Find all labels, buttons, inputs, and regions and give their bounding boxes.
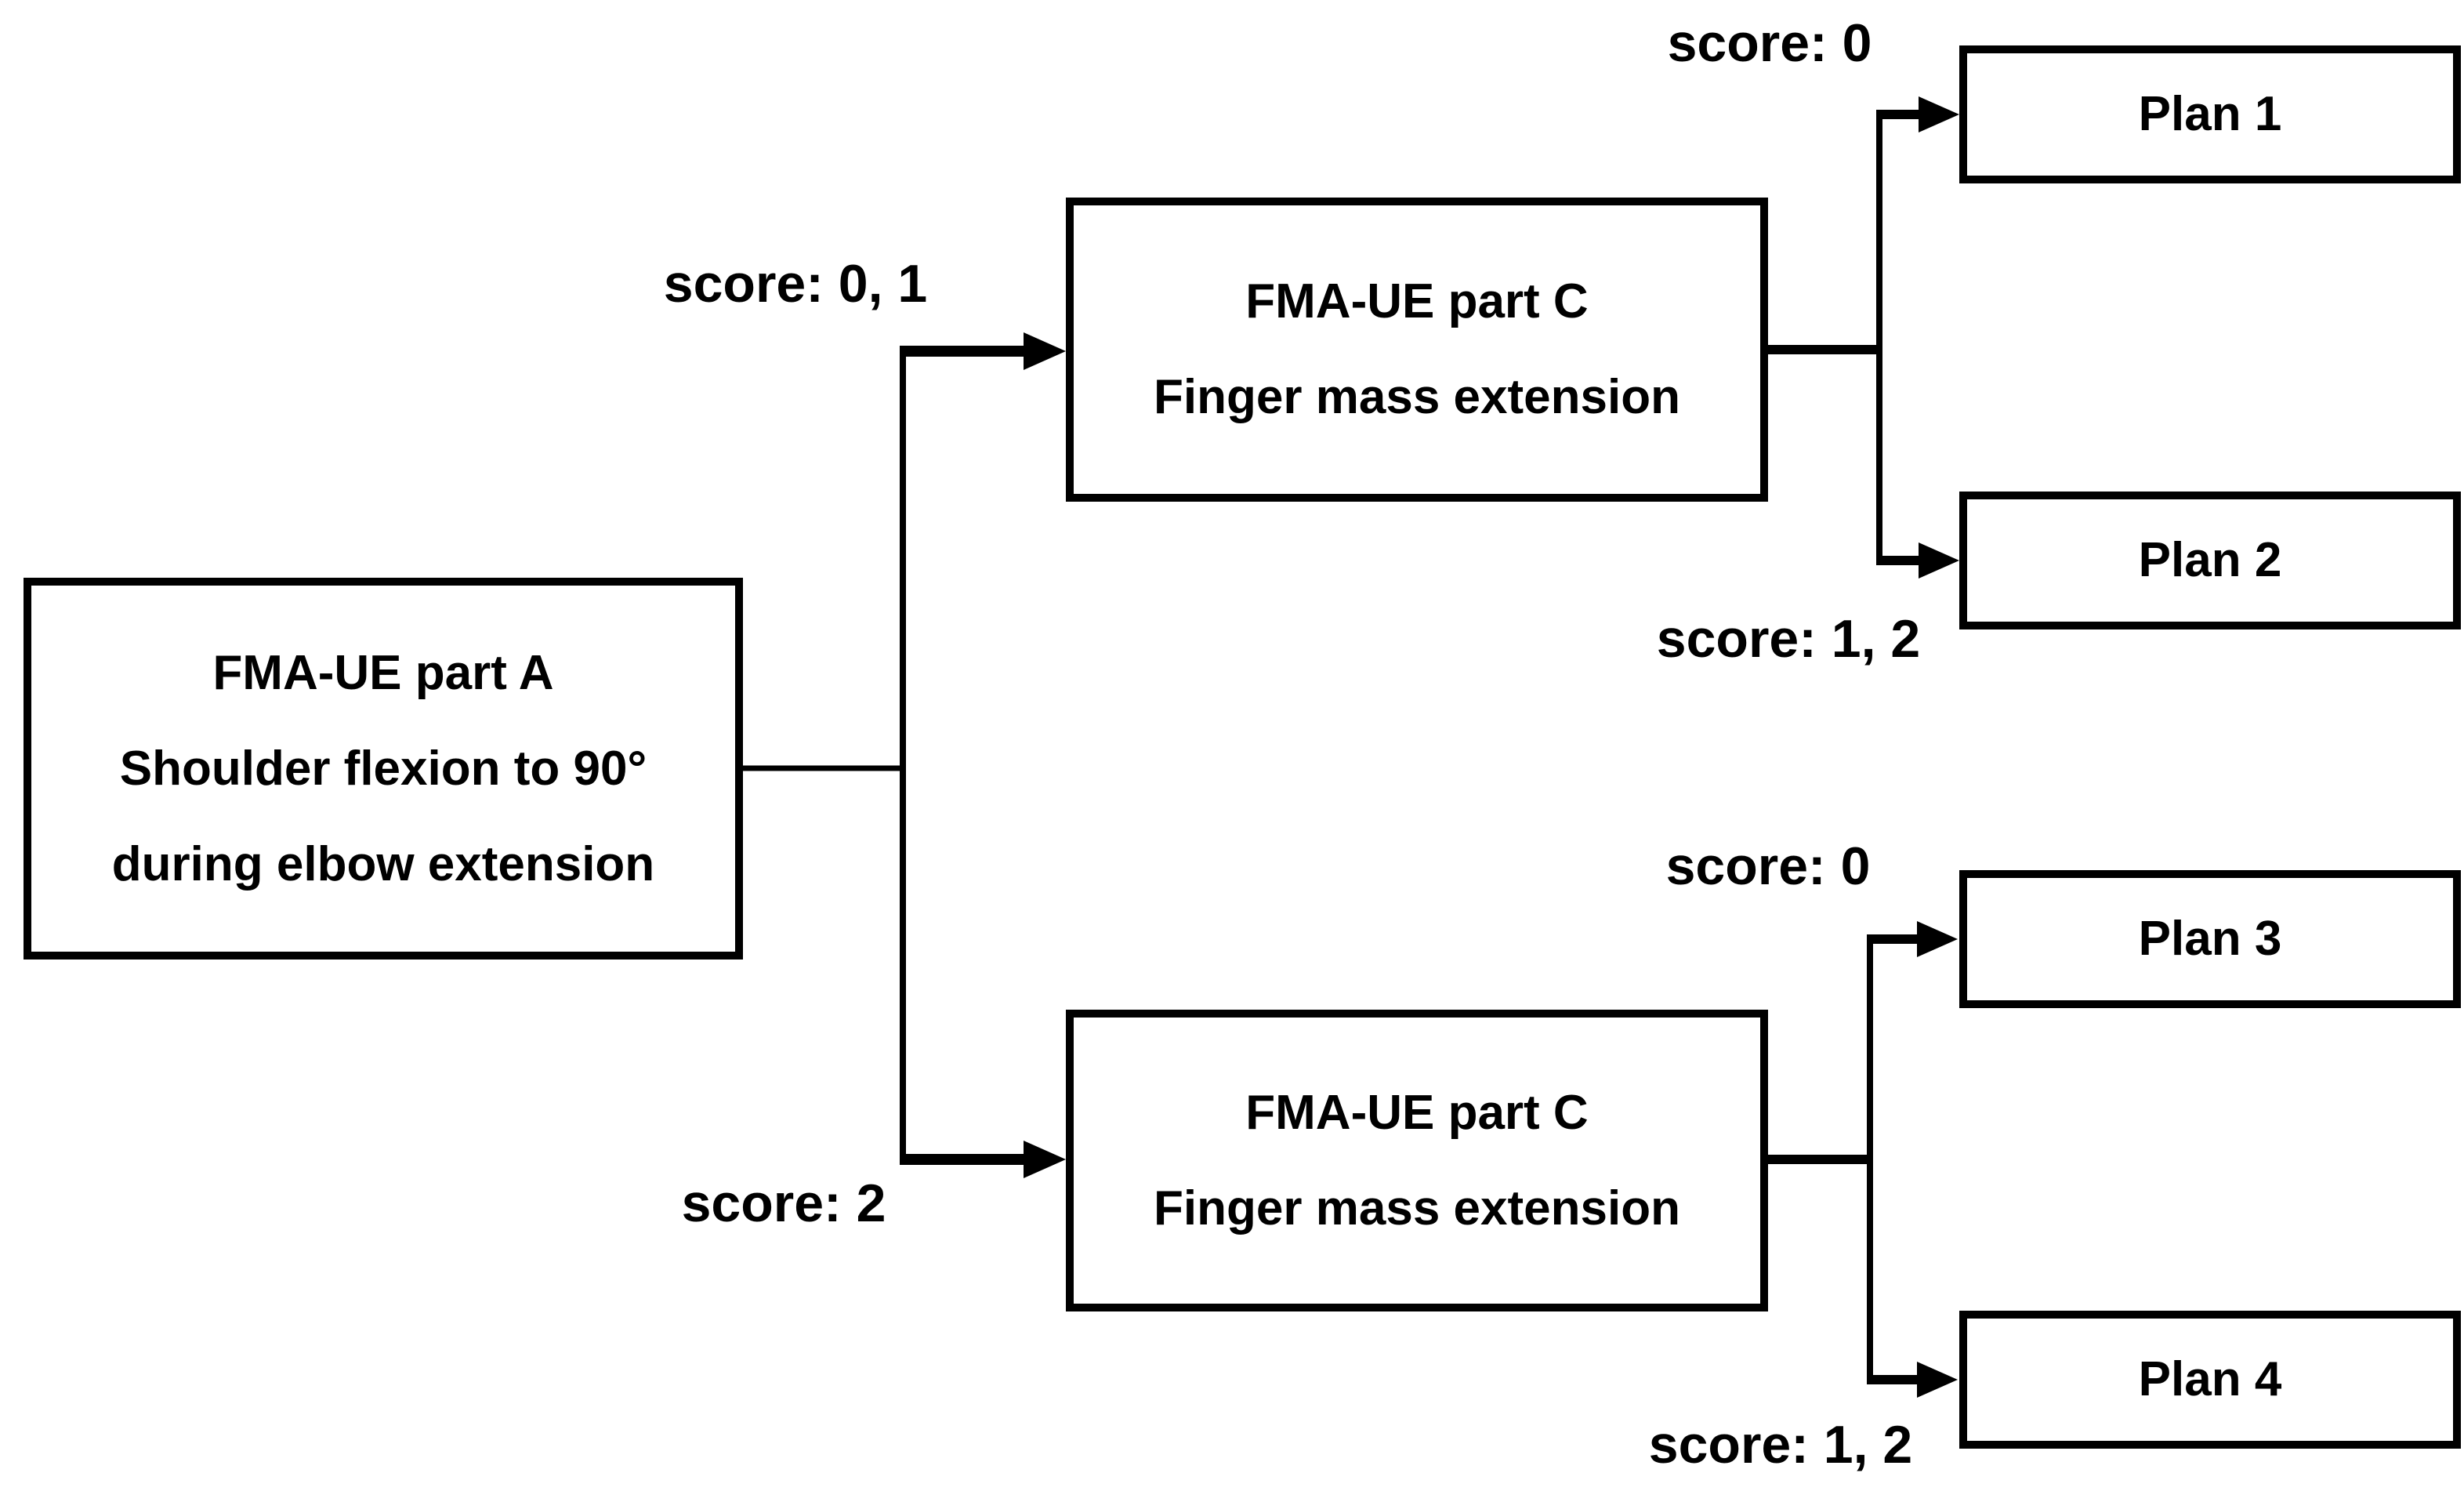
node-fma-ue-part-c-upper-line1: FMA-UE part C <box>1245 274 1589 328</box>
arrowhead-icon <box>1024 332 1066 370</box>
arrowhead-icon <box>1917 921 1958 957</box>
node-fma-ue-part-c-lower-line1: FMA-UE part C <box>1245 1085 1589 1140</box>
node-plan-1: Plan 1 <box>1959 45 2461 183</box>
node-fma-ue-part-a-line2: Shoulder flexion to 90° <box>119 741 647 796</box>
edge-label-upper-to-plan1: score: 0 <box>1667 13 1872 73</box>
arrowhead-icon <box>1919 542 1959 579</box>
connector-root-to-upper <box>900 332 1066 370</box>
connector-root-to-lower <box>900 1141 1066 1178</box>
node-fma-ue-part-c-lower: FMA-UE part C Finger mass extension <box>1066 1010 1768 1311</box>
node-plan-4: Plan 4 <box>1959 1311 2461 1449</box>
edge-label-lower-to-plan3: score: 0 <box>1665 836 1871 896</box>
edge-label-upper-to-plan2: score: 1, 2 <box>1656 609 1921 669</box>
node-fma-ue-part-c-lower-line2: Finger mass extension <box>1154 1181 1680 1235</box>
node-fma-ue-part-a-line1: FMA-UE part A <box>212 645 554 700</box>
connector-upper-to-plan2 <box>1876 542 1959 579</box>
edge-label-lower-to-plan4: score: 1, 2 <box>1648 1415 1913 1475</box>
node-fma-ue-part-a-line3: during elbow extension <box>111 836 655 891</box>
edge-label-root-to-upper: score: 0, 1 <box>663 254 928 314</box>
edge-label-root-to-lower: score: 2 <box>681 1174 886 1233</box>
node-plan-2: Plan 2 <box>1959 492 2461 629</box>
connector-upper-to-plan1 <box>1876 96 1959 132</box>
node-plan-4-label: Plan 4 <box>2138 1352 2282 1406</box>
node-plan-3-label: Plan 3 <box>2138 912 2282 966</box>
node-fma-ue-part-a: FMA-UE part A Shoulder flexion to 90° du… <box>24 578 743 960</box>
connector-lower-to-plan3 <box>1867 921 1958 957</box>
arrowhead-icon <box>1919 96 1959 132</box>
node-fma-ue-part-c-upper: FMA-UE part C Finger mass extension <box>1066 198 1768 502</box>
node-plan-2-label: Plan 2 <box>2138 533 2282 587</box>
arrowhead-icon <box>1917 1362 1958 1398</box>
node-fma-ue-part-c-upper-line2: Finger mass extension <box>1154 370 1680 424</box>
connector-lower-to-plan4 <box>1867 1362 1958 1398</box>
arrowhead-icon <box>1024 1141 1066 1178</box>
node-plan-3: Plan 3 <box>1959 870 2461 1008</box>
node-plan-1-label: Plan 1 <box>2138 87 2282 141</box>
